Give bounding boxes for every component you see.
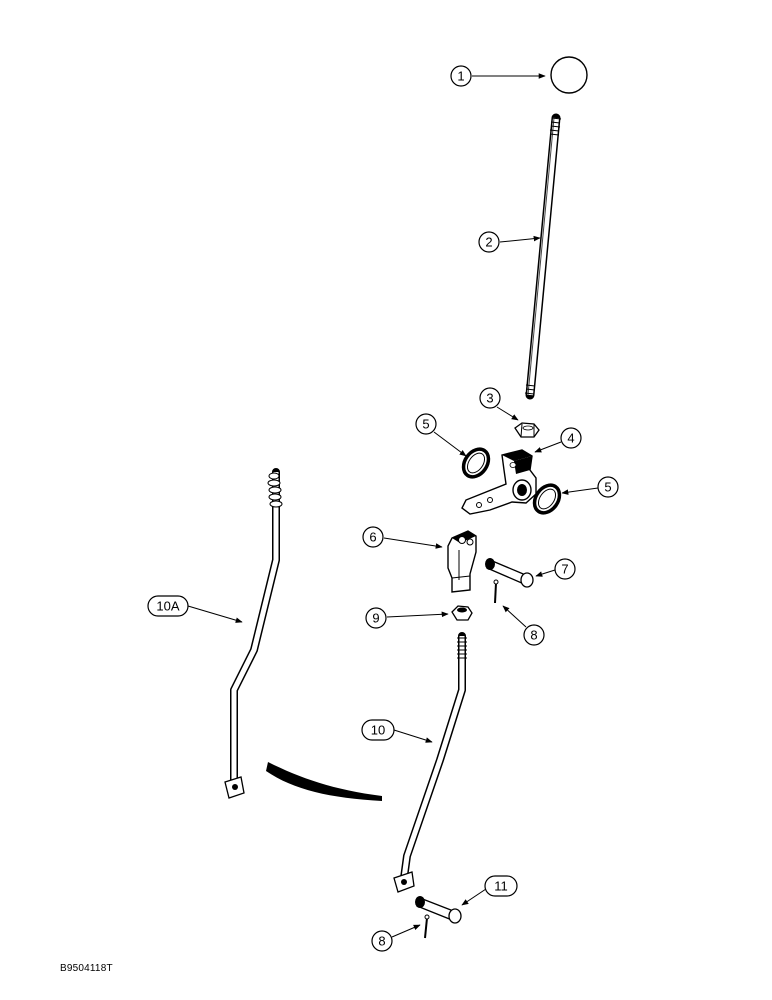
callout-6-label: 6 [369, 530, 376, 545]
callout-7: 7 [535, 558, 576, 580]
part-cotter-pin-lower [424, 914, 430, 939]
callout-10: 10 [361, 719, 433, 743]
callout-6: 6 [362, 526, 443, 549]
callout-2: 2 [478, 231, 541, 253]
part-knob [550, 56, 588, 94]
callout-4-label: 4 [567, 431, 574, 446]
part-clevis [447, 530, 477, 593]
callout-10-label: 10 [371, 723, 385, 738]
part-clevis-pin-lower [415, 896, 462, 924]
callout-9-label: 9 [372, 611, 379, 626]
callout-4: 4 [534, 427, 582, 453]
callout-9: 9 [365, 607, 449, 629]
callout-1-label: 1 [457, 69, 464, 84]
callout-3-label: 3 [486, 391, 493, 406]
callout-10a: 10A [147, 595, 243, 623]
callout-11-label: 11 [494, 879, 508, 894]
callout-1: 1 [450, 65, 546, 87]
callout-2-label: 2 [485, 235, 492, 250]
part-nut-lower [451, 605, 473, 621]
part-washer-right [532, 483, 562, 515]
callout-5-left: 5 [415, 413, 467, 457]
callout-10a-label: 10A [156, 599, 179, 614]
part-shift-rod [524, 113, 562, 400]
part-shift-link-alt [224, 468, 283, 799]
part-clevis-pin-upper [485, 558, 534, 588]
callout-8-lower: 8 [371, 924, 421, 952]
callout-11: 11 [461, 875, 518, 906]
callout-8a-label: 8 [530, 628, 537, 643]
figure-code: B9504118T [60, 963, 113, 974]
callout-3: 3 [479, 387, 519, 421]
part-washer-left [461, 447, 491, 479]
callout-5b-label: 5 [604, 480, 611, 495]
part-shift-link [393, 632, 467, 893]
part-nut-upper [514, 422, 540, 438]
callout-8b-label: 8 [378, 934, 385, 949]
callout-5-right: 5 [561, 476, 619, 498]
part-lever-arm [461, 449, 537, 515]
callout-5a-label: 5 [422, 417, 429, 432]
callout-8-upper: 8 [502, 605, 545, 646]
callout-7-label: 7 [561, 562, 568, 577]
transition-arrow [266, 762, 382, 801]
part-cotter-pin-upper [493, 579, 499, 604]
